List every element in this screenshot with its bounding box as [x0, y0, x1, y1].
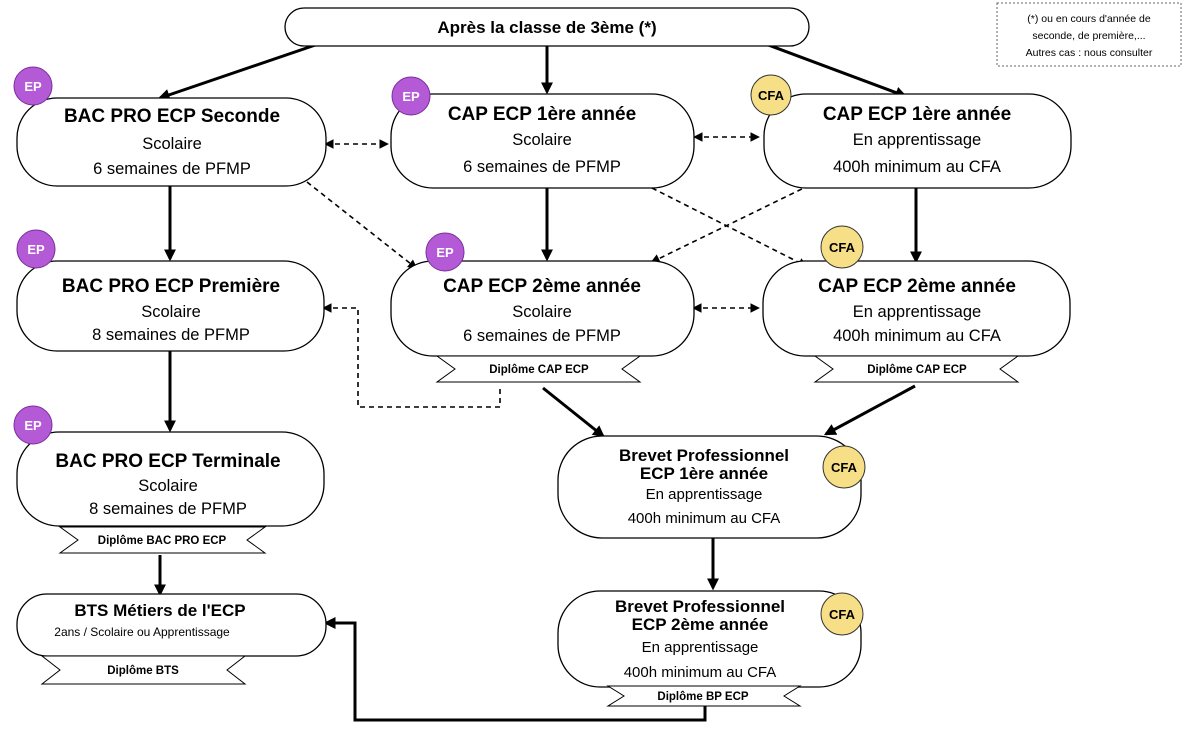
box-cap2-scolaire-line2: 6 semaines de PFMP — [463, 327, 621, 345]
box-cap2-apprentissage: CAP ECP 2ème année En apprentissage 400h… — [762, 260, 1071, 357]
box-cap2-scolaire-title: CAP ECP 2ème année — [443, 276, 641, 297]
cfa-badge-label: CFA — [829, 607, 856, 622]
ep-badge-bac-premiere: EP — [16, 229, 56, 269]
ep-badge-label: EP — [24, 79, 42, 94]
box-cap2-scolaire: CAP ECP 2ème année Scolaire 6 semaines d… — [390, 260, 695, 357]
box-cap1-scolaire-line2: 6 semaines de PFMP — [463, 158, 621, 176]
box-bac-pro-seconde: BAC PRO ECP Seconde Scolaire 6 semaines … — [16, 97, 327, 187]
box-bp2-title1: Brevet Professionnel — [615, 597, 785, 616]
arrow-cap-app-to-bp1 — [823, 384, 916, 436]
box-cap1-apprentissage-line1: En apprentissage — [853, 131, 981, 149]
box-bac-pro-premiere-line2: 8 semaines de PFMP — [92, 326, 250, 344]
box-bts-line1: 2ans / Scolaire ou Apprentissage — [54, 625, 230, 639]
ep-badge-cap2: EP — [425, 232, 465, 272]
diploma-cap-apprentissage: Diplôme CAP ECP — [813, 355, 1020, 383]
box-cap1-apprentissage-title: CAP ECP 1ère année — [823, 104, 1011, 125]
note-line-3: Autres cas : nous consulter — [1026, 47, 1153, 59]
box-bts: BTS Métiers de l'ECP 2ans / Scolaire ou … — [16, 593, 327, 657]
diploma-bp: Diplôme BP ECP — [606, 685, 802, 707]
box-bac-pro-terminale: BAC PRO ECP Terminale Scolaire 8 semaine… — [16, 431, 325, 527]
note-line-2: seconde, de première,... — [1032, 30, 1145, 42]
box-bp1: Brevet Professionnel ECP 1ère année En a… — [557, 435, 862, 539]
top-box: Après la classe de 3ème (*) — [284, 7, 810, 47]
box-cap1-scolaire: CAP ECP 1ère année Scolaire 6 semaines d… — [390, 93, 695, 189]
arrow-dash-bac-seconde-to-cap2 — [306, 181, 418, 270]
box-bp2: Brevet Professionnel ECP 2ème année En a… — [557, 590, 862, 688]
box-cap1-scolaire-title: CAP ECP 1ère année — [448, 104, 636, 125]
ep-badge-bac-seconde: EP — [13, 66, 53, 106]
ep-badge-bac-terminale: EP — [13, 405, 53, 445]
box-cap1-apprentissage: CAP ECP 1ère année En apprentissage 400h… — [763, 93, 1072, 189]
cfa-badge-label: CFA — [831, 460, 858, 475]
box-bp2-line2: 400h minimum au CFA — [624, 664, 777, 681]
cfa-badge-bp2: CFA — [820, 592, 864, 636]
note-box: (*) ou en cours d'année de seconde, de p… — [996, 2, 1182, 67]
box-bac-pro-premiere-title: BAC PRO ECP Première — [62, 276, 280, 297]
box-bp1-line2: 400h minimum au CFA — [628, 510, 781, 527]
ep-badge-cap1: EP — [391, 76, 431, 116]
arrow-bp2-to-bts — [323, 617, 707, 722]
box-cap1-scolaire-line1: Scolaire — [512, 131, 572, 149]
arrow-dash-cap1-app-to-cap2-scol — [650, 184, 811, 263]
diploma-bp-label: Diplôme BP ECP — [657, 691, 748, 703]
cfa-badge-bp1: CFA — [822, 445, 866, 489]
arrow-cap-scol-to-bp1 — [542, 386, 605, 438]
diploma-cap-apprentissage-label: Diplôme CAP ECP — [867, 364, 967, 376]
cfa-badge-label: CFA — [758, 88, 785, 103]
note-line-1: (*) ou en cours d'année de — [1027, 13, 1151, 25]
cfa-badge-cap1: CFA — [750, 74, 792, 116]
box-cap2-apprentissage-line1: En apprentissage — [853, 303, 981, 321]
box-cap2-apprentissage-title: CAP ECP 2ème année — [818, 276, 1016, 297]
box-cap2-apprentissage-line2: 400h minimum au CFA — [833, 327, 1001, 345]
diploma-cap-scolaire: Diplôme CAP ECP — [435, 355, 642, 383]
box-cap2-scolaire-line1: Scolaire — [512, 303, 572, 321]
arrows — [154, 38, 922, 722]
box-bac-pro-premiere-line1: Scolaire — [141, 303, 201, 321]
diploma-bts-label: Diplôme BTS — [107, 665, 179, 677]
box-bp1-title2: ECP 1ère année — [640, 464, 768, 483]
box-bp1-title1: Brevet Professionnel — [619, 446, 789, 465]
diploma-cap-scolaire-label: Diplôme CAP ECP — [489, 364, 589, 376]
box-bac-pro-seconde-line1: Scolaire — [142, 135, 202, 153]
ep-badge-label: EP — [402, 89, 420, 104]
box-bac-pro-terminale-title: BAC PRO ECP Terminale — [55, 451, 280, 472]
box-bac-pro-seconde-title: BAC PRO ECP Seconde — [64, 106, 280, 127]
box-bac-pro-premiere: BAC PRO ECP Première Scolaire 8 semaines… — [16, 260, 325, 352]
arrow-top-to-cap1-apprentissage — [754, 38, 908, 99]
ep-badge-label: EP — [436, 245, 454, 260]
box-bts-title: BTS Métiers de l'ECP — [74, 601, 245, 620]
box-bac-pro-terminale-line2: 8 semaines de PFMP — [89, 500, 247, 518]
arrow-top-to-bac-seconde — [157, 38, 331, 101]
ep-badge-label: EP — [24, 418, 42, 433]
diploma-bac-pro-label: Diplôme BAC PRO ECP — [98, 535, 227, 547]
ep-badge-label: EP — [27, 242, 45, 257]
cfa-badge-label: CFA — [829, 240, 856, 255]
top-box-label: Après la classe de 3ème (*) — [437, 18, 656, 37]
box-cap1-apprentissage-line2: 400h minimum au CFA — [833, 158, 1001, 176]
diploma-bts: Diplôme BTS — [40, 655, 247, 685]
box-bac-pro-seconde-line2: 6 semaines de PFMP — [93, 160, 251, 178]
arrow-dash-cap1-scol-to-cap2-app — [651, 187, 808, 267]
cfa-badge-cap2: CFA — [820, 225, 864, 269]
box-bp1-line1: En apprentissage — [646, 486, 763, 503]
diploma-bac-pro: Diplôme BAC PRO ECP — [58, 526, 267, 554]
arrow-dash-cap2-to-bac-premiere — [322, 303, 501, 408]
box-bp2-title2: ECP 2ème année — [632, 615, 769, 634]
box-bac-pro-terminale-line1: Scolaire — [138, 477, 198, 495]
box-bp2-line1: En apprentissage — [642, 639, 759, 656]
